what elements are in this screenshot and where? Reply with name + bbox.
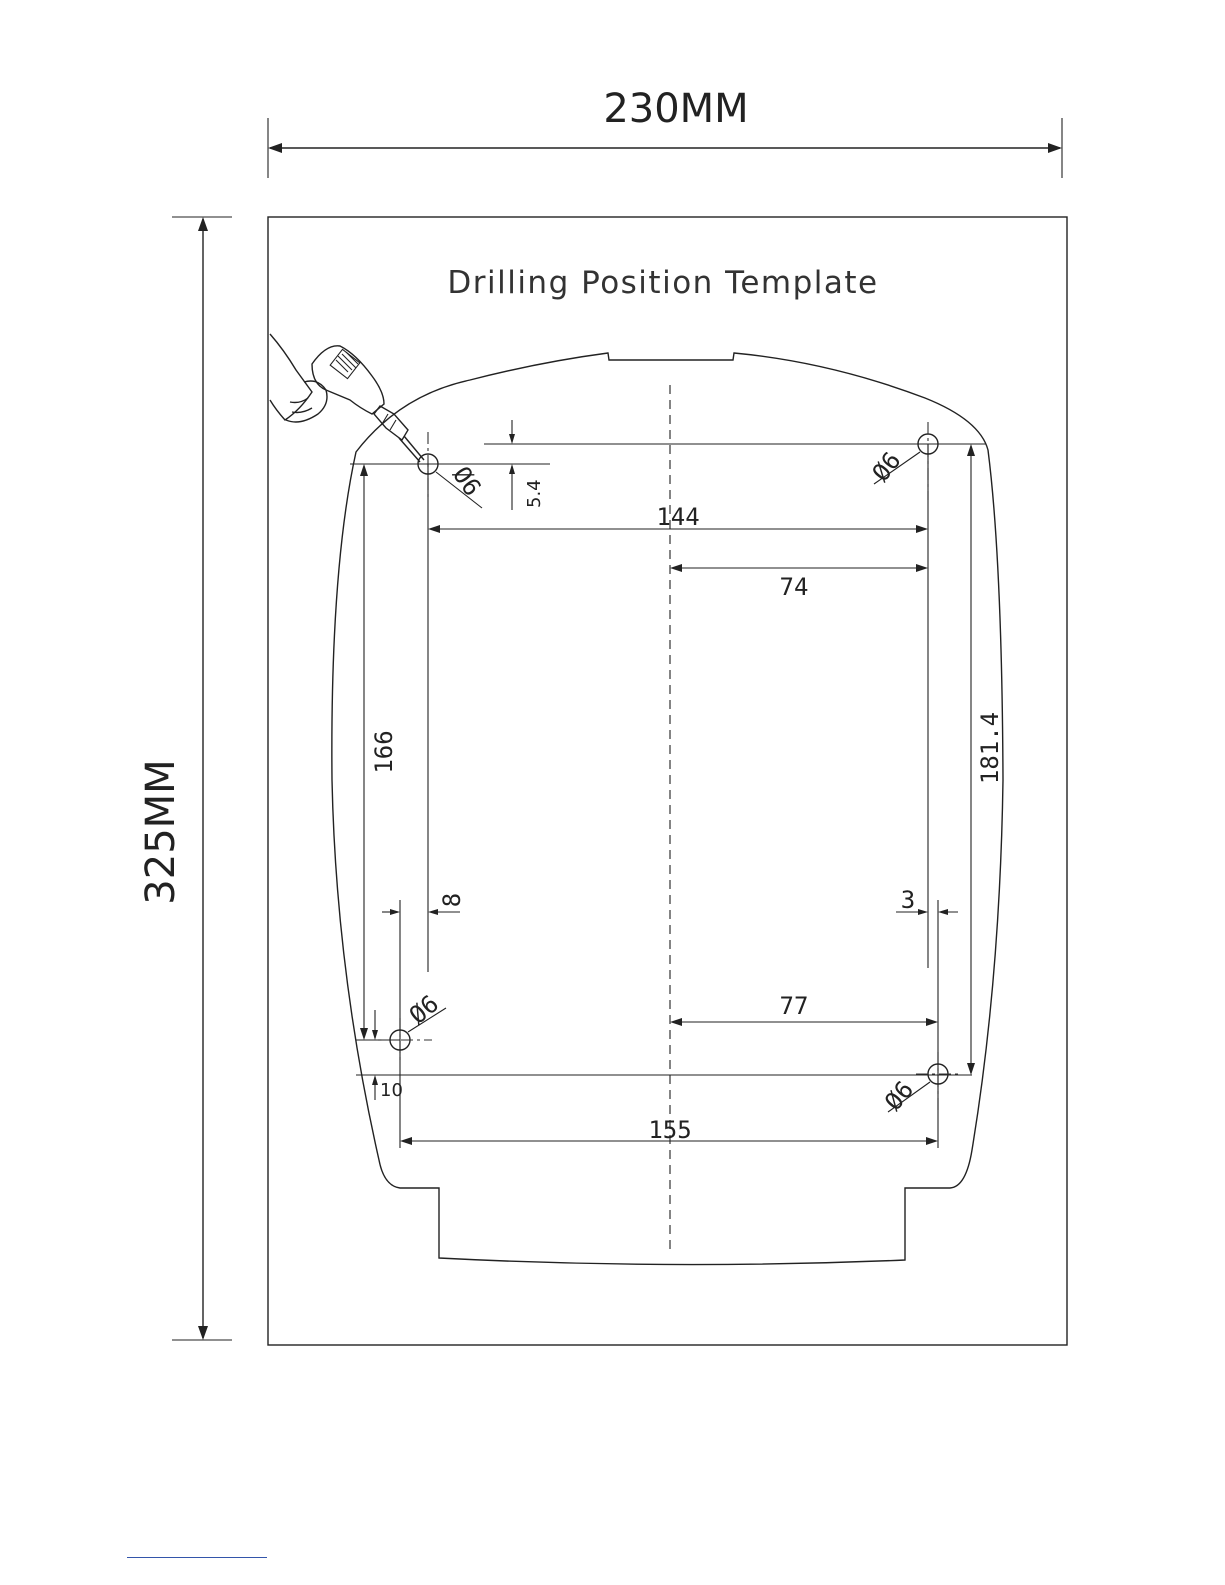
left-vertical-label: 166 bbox=[370, 730, 398, 773]
right-vertical-dimension bbox=[967, 444, 975, 1075]
footer-rule bbox=[127, 1557, 267, 1558]
top-offset-dimension bbox=[509, 420, 515, 510]
hole-top-left-label: Ø6 bbox=[447, 461, 487, 501]
hole-bottom-right-label: Ø6 bbox=[879, 1076, 919, 1116]
top-center-label: 74 bbox=[780, 573, 809, 601]
left-offset-label: 8 bbox=[438, 893, 466, 907]
hole-top-right-label: Ø6 bbox=[867, 447, 907, 487]
hole-bottom-left-label: Ø6 bbox=[404, 990, 444, 1030]
top-center-dimension bbox=[670, 564, 928, 572]
left-offset-dimension bbox=[382, 909, 460, 915]
width-label: 230MM bbox=[603, 86, 748, 132]
bottom-offset-dimension bbox=[372, 1010, 378, 1100]
template-sheet bbox=[268, 217, 1067, 1345]
reference-lines bbox=[350, 444, 986, 1148]
right-vertical-label: 181.4 bbox=[976, 712, 1004, 784]
top-spacing-label: 144 bbox=[656, 503, 699, 531]
bottom-spacing-label: 155 bbox=[648, 1116, 691, 1144]
height-dimension: 325MM bbox=[138, 217, 232, 1340]
drill-in-hand-icon bbox=[270, 334, 424, 462]
template-title: Drilling Position Template bbox=[447, 265, 878, 301]
left-vertical-dimension bbox=[360, 464, 368, 1040]
bottom-offset-label: 10 bbox=[380, 1080, 403, 1101]
right-offset-label: 3 bbox=[901, 886, 915, 914]
top-offset-label: 5.4 bbox=[524, 479, 545, 508]
height-label: 325MM bbox=[138, 759, 184, 904]
bottom-center-label: 77 bbox=[780, 992, 809, 1020]
width-dimension: 230MM bbox=[268, 86, 1062, 178]
hole-leaders bbox=[408, 452, 930, 1112]
